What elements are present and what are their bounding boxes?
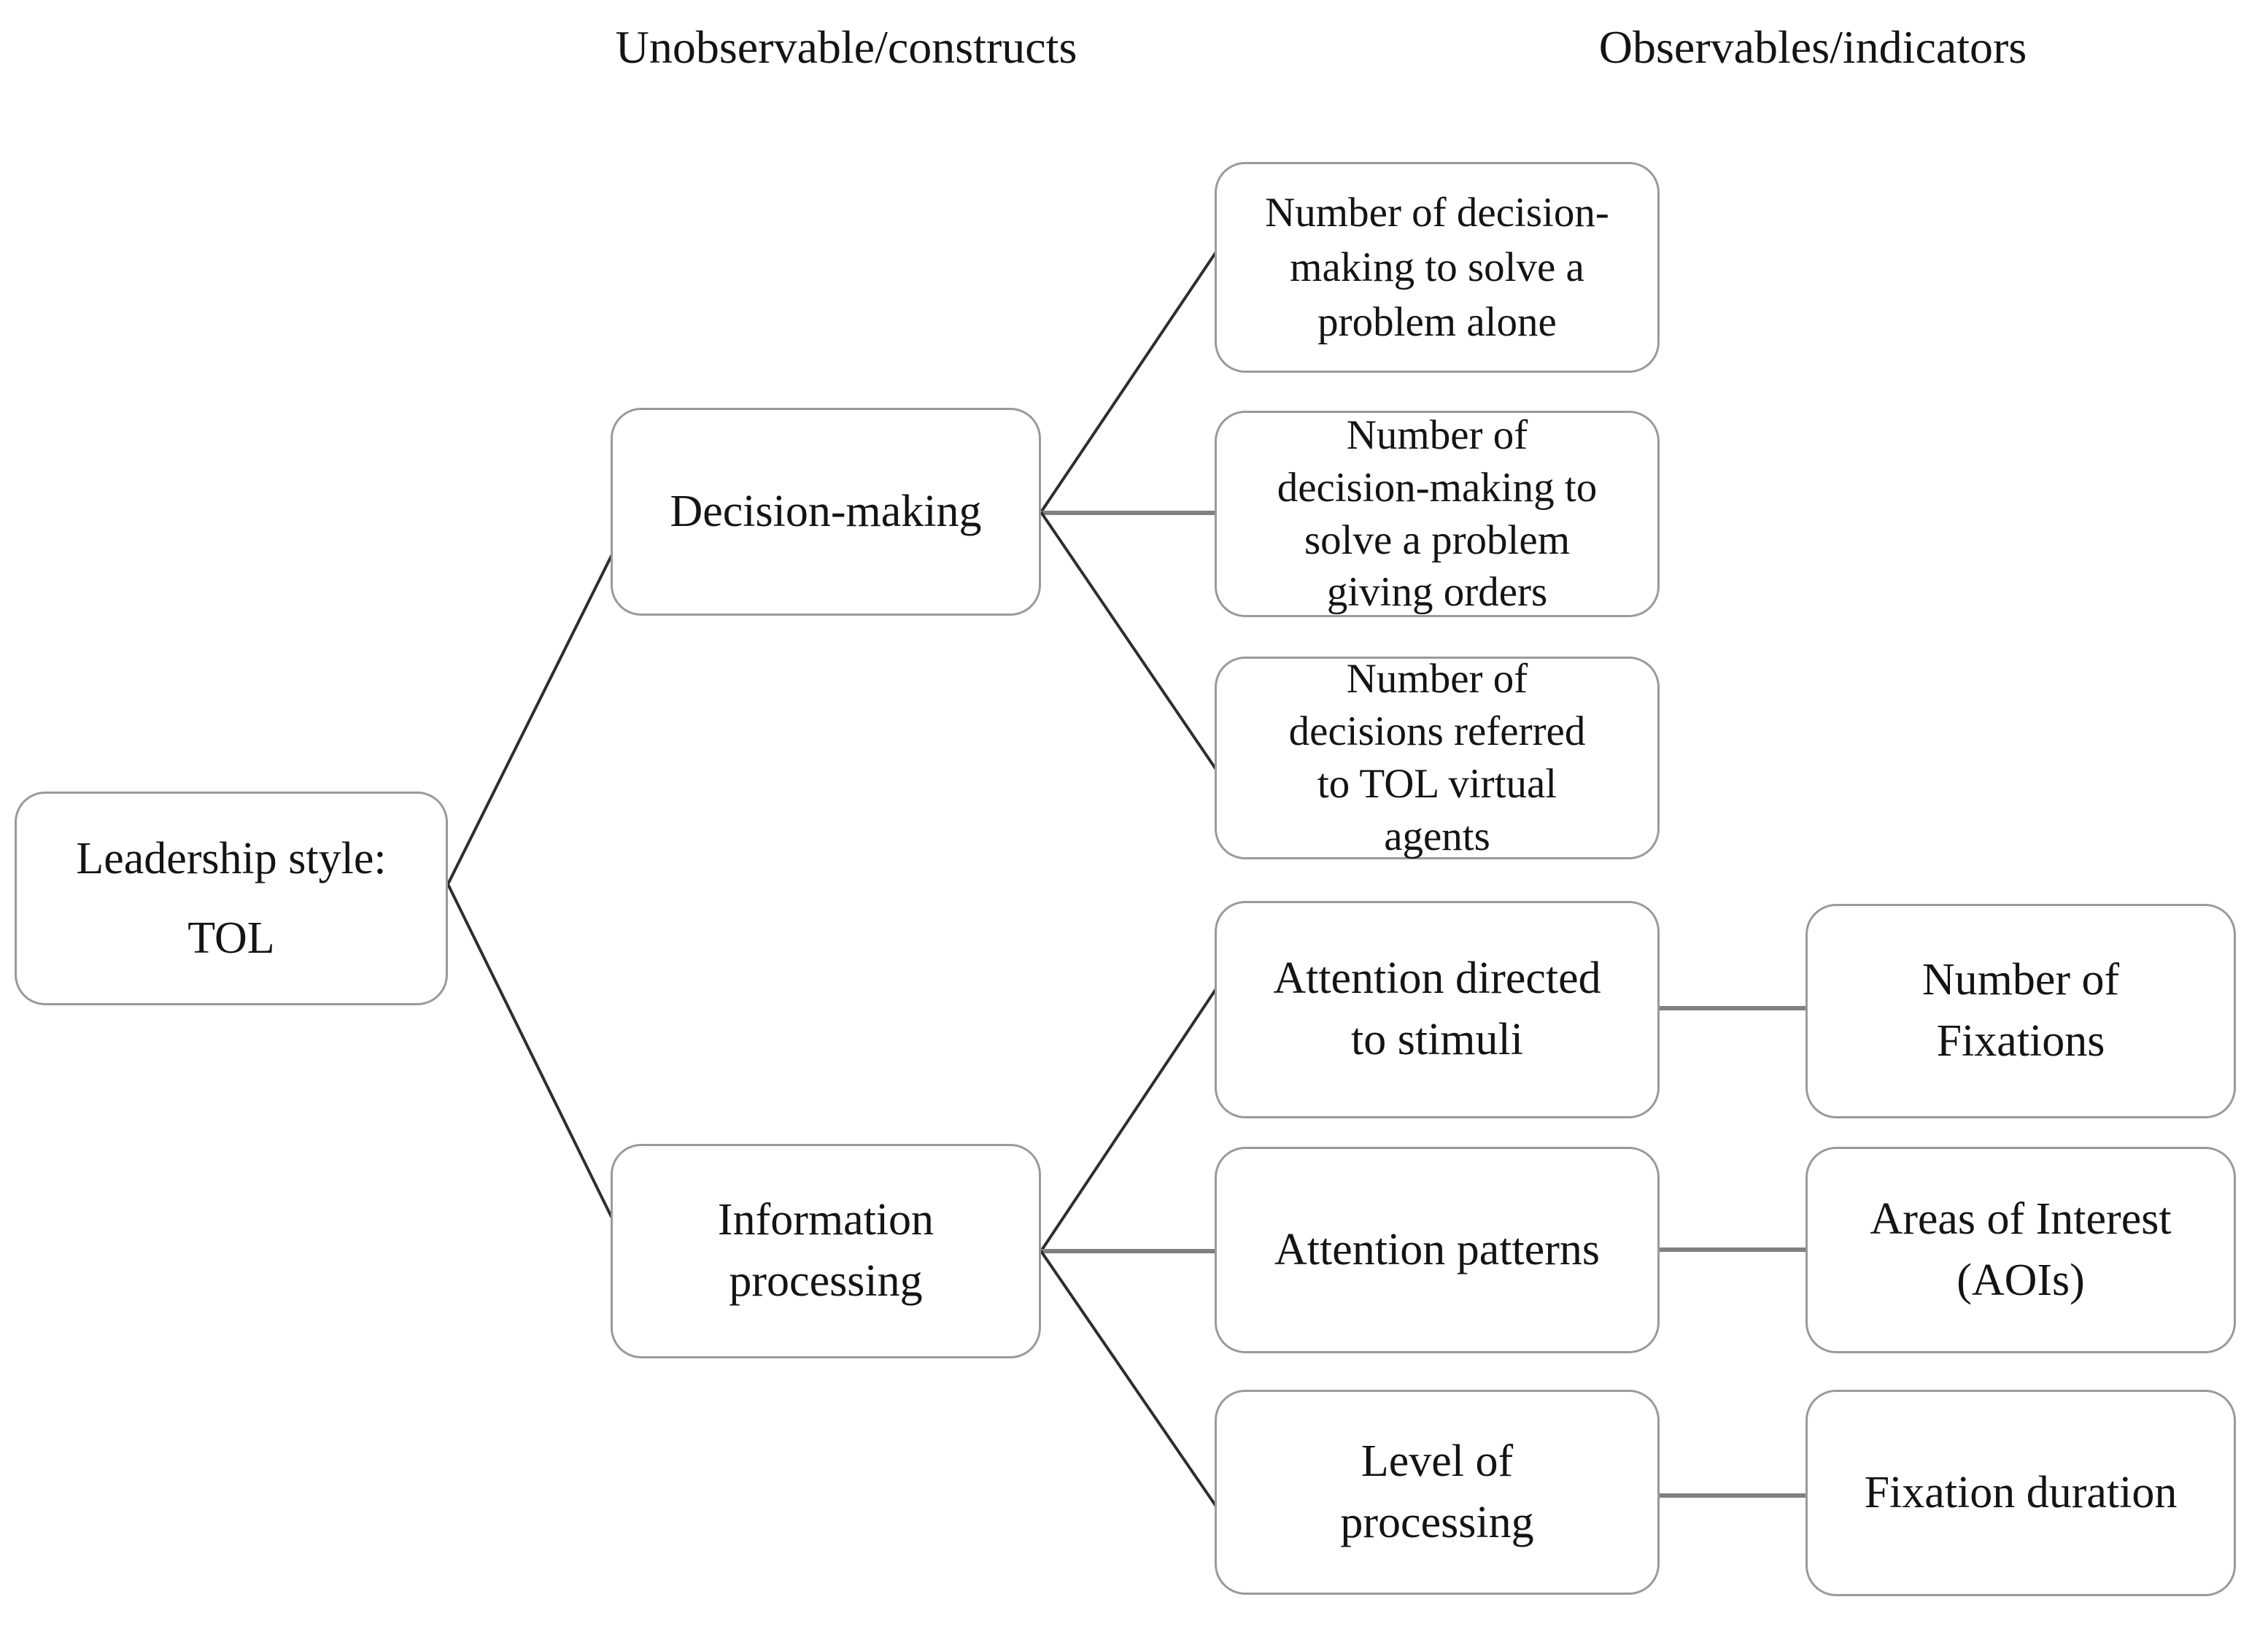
node-number-of-decisions-referred-to-tol-agents: Number of decisions referred to TOL virt… [1215, 656, 1660, 859]
node-areas-of-interest-aois: Areas of Interest (AOIs) [1806, 1147, 2236, 1353]
edge-information-processing-to-attention-stimuli [1040, 982, 1221, 1253]
edge-information-processing-to-level-processing [1040, 1250, 1221, 1513]
node-decision-making: Decision-making [611, 408, 1041, 616]
column-header-unobservable-constructs: Unobservable/constructs [615, 21, 1077, 73]
node-fixation-duration: Fixation duration [1806, 1390, 2236, 1596]
node-attention-directed-to-stimuli: Attention directed to stimuli [1215, 901, 1660, 1118]
edge-leadership-to-information-processing [446, 883, 618, 1228]
node-level-of-processing: Level of processing [1215, 1390, 1660, 1595]
node-attention-patterns: Attention patterns [1215, 1147, 1660, 1353]
node-number-of-fixations: Number of Fixations [1806, 904, 2236, 1118]
edge-leadership-to-decision-making [446, 545, 618, 885]
node-information-processing: Information processing [611, 1144, 1041, 1358]
node-leadership-style-tol: Leadership style: TOL [15, 792, 448, 1005]
edge-decision-making-to-indicator-3 [1040, 511, 1221, 776]
column-header-observables-indicators: Observables/indicators [1598, 21, 2027, 73]
node-number-of-decision-making-alone: Number of decision- making to solve a pr… [1215, 162, 1660, 373]
node-number-of-decision-making-giving-orders: Number of decision-making to solve a pro… [1215, 411, 1660, 617]
edge-decision-making-to-indicator-1 [1040, 245, 1221, 514]
